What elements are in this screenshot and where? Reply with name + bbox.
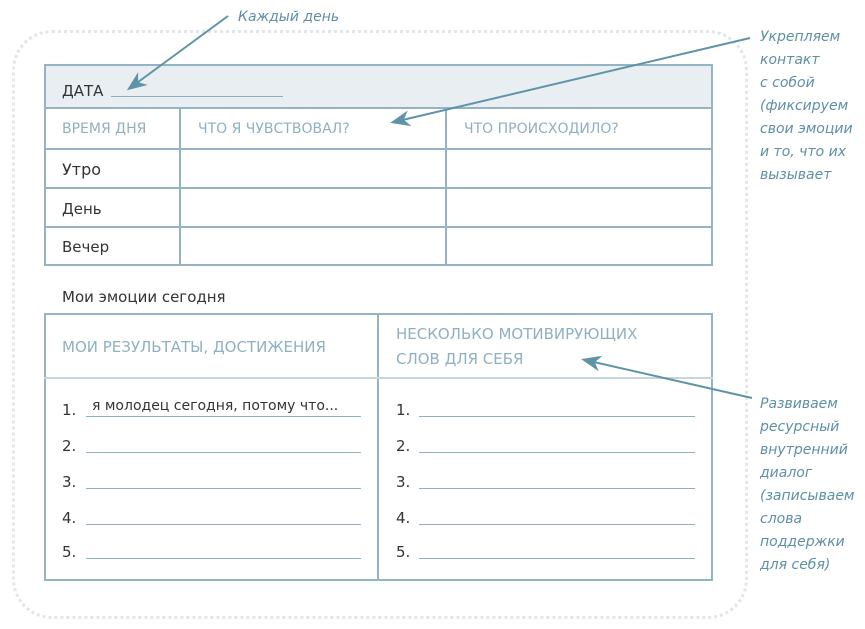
section-title: Мои эмоции сегодня <box>62 288 226 306</box>
row-evening: Вечер <box>62 238 110 256</box>
annotation-line: с собой <box>760 75 815 91</box>
list-number: 2. <box>62 437 77 455</box>
divider <box>179 107 181 266</box>
annotation-line: диалог <box>760 465 813 481</box>
divider <box>44 226 713 228</box>
list-number: 5. <box>62 543 77 561</box>
annotation-line: свои эмоции <box>760 121 853 137</box>
date-field[interactable] <box>111 96 283 97</box>
list-number: 5. <box>396 543 411 561</box>
annotation-line: слова <box>760 511 803 527</box>
result-line[interactable] <box>86 488 361 489</box>
emotions-table <box>44 64 713 266</box>
header-felt: ЧТО Я ЧУВСТВОВАЛ? <box>198 121 350 137</box>
annotation-line: и то, что их <box>760 144 846 160</box>
header-results: МОИ РЕЗУЛЬТАТЫ, ДОСТИЖЕНИЯ <box>62 338 326 356</box>
annotation-line: (фиксируем <box>760 98 849 114</box>
annotation-line: Укрепляем <box>760 29 841 45</box>
list-number: 3. <box>62 473 77 491</box>
result-line[interactable] <box>86 416 361 417</box>
header-happened: ЧТО ПРОИСХОДИЛО? <box>464 121 619 137</box>
divider <box>44 187 713 189</box>
annotation-line: внутренний <box>760 442 848 458</box>
first-entry[interactable]: я молодец сегодня, потому что... <box>92 398 339 414</box>
list-number: 4. <box>62 509 77 527</box>
divider <box>44 148 713 150</box>
motivating-line[interactable] <box>419 558 695 559</box>
divider <box>44 377 713 379</box>
divider <box>445 107 447 266</box>
header-motivating-2: СЛОВ ДЛЯ СЕБЯ <box>396 350 524 368</box>
divider <box>377 313 379 581</box>
row-day: День <box>62 200 102 218</box>
row-morning: Утро <box>62 160 102 179</box>
list-number: 4. <box>396 509 411 527</box>
motivating-line[interactable] <box>419 452 695 453</box>
list-number: 1. <box>62 401 77 419</box>
result-line[interactable] <box>86 452 361 453</box>
annotation-line: контакт <box>760 52 820 68</box>
annotation-every-day: Каждый день <box>238 9 340 25</box>
annotation-line: ресурсный <box>760 419 840 435</box>
list-number: 1. <box>396 401 411 419</box>
list-number: 3. <box>396 473 411 491</box>
annotation-line: Развиваем <box>760 396 838 412</box>
annotation-dialog: Развиваем ресурсный внутренний диалог (запис… <box>760 393 855 577</box>
header-time: ВРЕМЯ ДНЯ <box>62 121 147 137</box>
list-number: 2. <box>396 437 411 455</box>
page-frame <box>12 30 748 619</box>
arrow-contact <box>390 37 751 127</box>
header-motivating-1: НЕСКОЛЬКО МОТИВИРУЮЩИХ <box>396 325 638 343</box>
divider <box>44 107 713 109</box>
annotation-line: вызывает <box>760 167 832 183</box>
motivating-line[interactable] <box>419 524 695 525</box>
annotation-line: поддержки <box>760 534 845 550</box>
motivating-line[interactable] <box>419 488 695 489</box>
annotation-contact: Укрепляем контакт с собой (фиксируем свои эм… <box>760 26 853 187</box>
annotation-line: (записываем <box>760 488 855 504</box>
result-line[interactable] <box>86 558 361 559</box>
arrow-every-day <box>126 15 229 91</box>
arrow-dialog <box>581 355 753 399</box>
result-line[interactable] <box>86 524 361 525</box>
date-label: ДАТА <box>62 82 104 100</box>
motivating-line[interactable] <box>419 416 695 417</box>
annotation-line: для себя) <box>760 557 831 573</box>
